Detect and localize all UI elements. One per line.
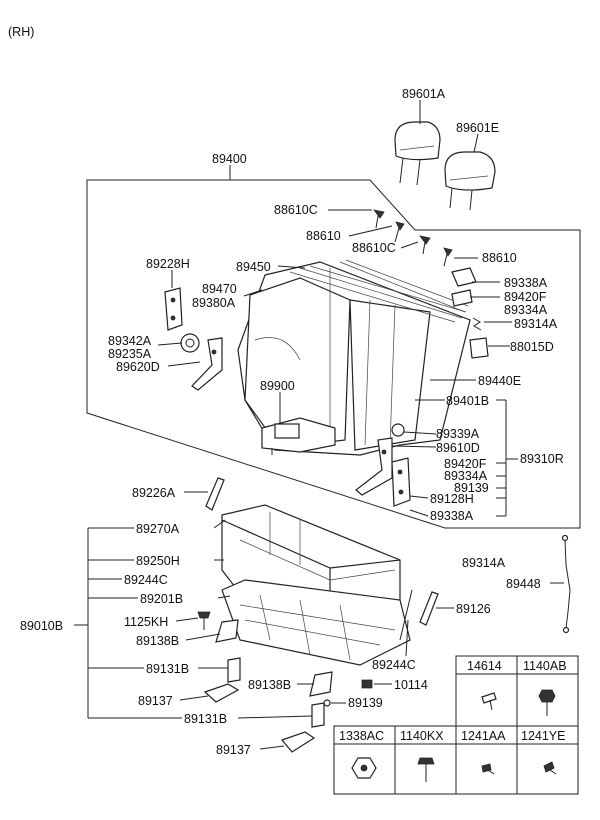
leader-lines <box>74 165 564 750</box>
spring-89314A-top[interactable] <box>472 317 482 331</box>
bolt-88610-1[interactable] <box>394 221 405 243</box>
label-88610C-2: 88610C <box>352 241 396 255</box>
label-89131B-2: 89131B <box>184 712 227 726</box>
hinge-89138B-right[interactable] <box>309 671 333 697</box>
label-89342A: 89342A <box>108 334 152 348</box>
lock-88015D[interactable] <box>469 337 489 359</box>
bolt-88610-2[interactable] <box>443 247 453 267</box>
nut-1338AC-icon <box>351 757 377 779</box>
strap-89244C[interactable] <box>399 589 413 641</box>
label-89126: 89126 <box>456 602 491 616</box>
label-89310R: 89310R <box>520 452 564 466</box>
label-89401B: 89401B <box>446 394 489 408</box>
headrest-89601A[interactable] <box>394 121 441 186</box>
bolt-88610C-1[interactable] <box>373 209 385 229</box>
label-89228H: 89228H <box>146 257 190 271</box>
label-89128H: 89128H <box>430 492 474 506</box>
screw-1241AA-icon <box>481 763 495 775</box>
side-indicator: (RH) <box>8 25 34 39</box>
hinge-89138B-left[interactable] <box>215 619 239 643</box>
seat-frame-89201B[interactable] <box>221 579 411 666</box>
label-89601E: 89601E <box>456 121 499 135</box>
cover-89126[interactable] <box>419 591 439 626</box>
cover-89226A[interactable] <box>205 477 225 511</box>
bolt-88610C-2[interactable] <box>419 235 431 255</box>
bolt-1125KH[interactable] <box>197 611 211 630</box>
label-89610D: 89610D <box>436 441 480 455</box>
label-89201B: 89201B <box>140 592 183 606</box>
label-88610C-1: 88610C <box>274 203 318 217</box>
cable-89448[interactable] <box>561 534 571 634</box>
label-89420F-1: 89420F <box>504 290 547 304</box>
label-88610-1: 88610 <box>306 229 341 243</box>
label-89334A-1: 89334A <box>504 303 548 317</box>
seatback-assembly-outline <box>86 179 581 529</box>
label-89226A: 89226A <box>132 486 176 500</box>
label-89138B-1: 89138B <box>136 634 179 648</box>
label-88610-2: 88610 <box>482 251 517 265</box>
cover-89342A[interactable] <box>180 333 200 353</box>
nut-89139[interactable] <box>323 699 331 707</box>
clip-89338A-top[interactable] <box>451 267 477 287</box>
label-89900: 89900 <box>260 379 295 393</box>
bolt-1140KX-icon <box>417 757 435 782</box>
fastener-14614: 14614 <box>467 659 502 673</box>
label-89244C-1: 89244C <box>124 573 168 587</box>
label-89380A: 89380A <box>192 296 236 310</box>
label-89338A-1: 89338A <box>504 276 548 290</box>
label-89620D: 89620D <box>116 360 160 374</box>
fastener-1140KX: 1140KX <box>400 729 444 743</box>
headrest-89601E[interactable] <box>444 151 496 211</box>
label-89314A-2: 89314A <box>462 556 506 570</box>
label-89470: 89470 <box>202 282 237 296</box>
label-89139-2: 89139 <box>348 696 383 710</box>
label-89250H: 89250H <box>136 554 180 568</box>
label-89010B: 89010B <box>20 619 63 633</box>
cover-89420F-top[interactable] <box>451 289 473 307</box>
label-89339A: 89339A <box>436 427 480 441</box>
fastener-1140AB: 1140AB <box>523 659 567 673</box>
label-89450: 89450 <box>236 260 271 274</box>
bracket-89128H[interactable] <box>391 457 411 507</box>
label-1125KH: 1125KH <box>124 615 168 629</box>
label-89131B-1: 89131B <box>146 662 189 676</box>
bolt-1140AB-icon <box>538 689 556 716</box>
label-89244C-2: 89244C <box>372 658 416 672</box>
fastener-table: 14614 1140AB 1338AC 1140KX 1241AA 1241YE <box>333 655 579 795</box>
label-89338A-2: 89338A <box>430 509 474 523</box>
label-89440E: 89440E <box>478 374 521 388</box>
label-89139-1: 89139 <box>454 481 489 495</box>
label-88015D: 88015D <box>510 340 554 354</box>
bracket-89228H[interactable] <box>164 287 183 331</box>
label-89448: 89448 <box>506 577 541 591</box>
label-89314A-1: 89314A <box>514 317 558 331</box>
armrest-89900[interactable] <box>261 417 336 455</box>
label-89235A: 89235A <box>108 347 152 361</box>
label-89334A-2: 89334A <box>444 469 488 483</box>
cover-89137-left[interactable] <box>203 683 240 703</box>
label-89601A: 89601A <box>402 87 446 101</box>
fastener-1338AC: 1338AC <box>339 729 384 743</box>
label-89137-2: 89137 <box>216 743 251 757</box>
part-labels: 89601A 89601E 89400 88610C 88610 88610C … <box>20 87 564 757</box>
knob-89339A[interactable] <box>391 423 405 437</box>
label-89420F-2: 89420F <box>444 457 487 471</box>
label-10114: 10114 <box>394 678 428 692</box>
label-89270A: 89270A <box>136 522 180 536</box>
cover-89137-right[interactable] <box>280 731 316 753</box>
screw-14614-icon <box>481 692 497 711</box>
fastener-1241YE: 1241YE <box>521 729 565 743</box>
bolt-10114[interactable] <box>361 679 373 689</box>
hinge-89620D[interactable] <box>191 337 223 391</box>
seatback-cushion[interactable] <box>237 259 471 456</box>
fastener-1241AA: 1241AA <box>461 729 506 743</box>
label-89400: 89400 <box>212 152 247 166</box>
cover-89131B-left[interactable] <box>227 657 241 683</box>
cover-89131B-right[interactable] <box>311 702 325 728</box>
label-89138B-2: 89138B <box>248 678 291 692</box>
hinge-89610D[interactable] <box>355 437 393 496</box>
label-89137-1: 89137 <box>138 694 173 708</box>
screw-1241YE-icon <box>543 761 557 775</box>
